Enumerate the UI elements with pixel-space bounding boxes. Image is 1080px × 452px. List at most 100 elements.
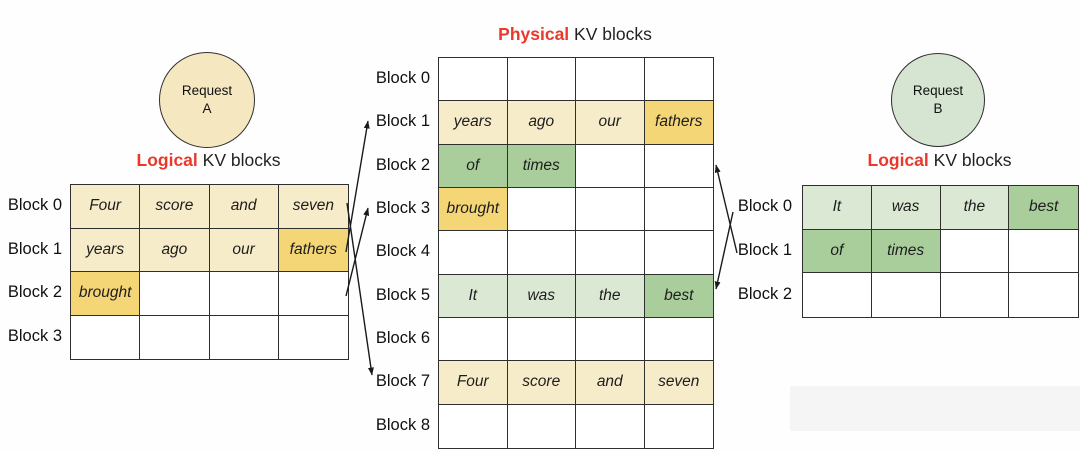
kv-cell: [576, 58, 645, 102]
kv-cell: and: [209, 185, 279, 229]
kv-cell: [439, 231, 508, 275]
kv-cell: [209, 315, 279, 359]
background-band: [790, 386, 1080, 431]
block-row-label: Block 5: [375, 285, 430, 304]
kv-cell: [507, 317, 576, 362]
block-row-label: Block 7: [375, 372, 430, 391]
kv-cell: [644, 404, 713, 448]
logical-b-title-highlight: Logical: [867, 150, 929, 170]
kv-cell: brought: [71, 272, 141, 316]
block-row-label: Block 0: [375, 69, 430, 88]
kv-cell: Four: [71, 185, 141, 229]
kv-cell: fathers: [278, 228, 348, 272]
kv-cell: of: [439, 144, 508, 188]
kv-cell: [940, 273, 1010, 317]
kv-cell: [439, 58, 508, 102]
physical-title-rest: KV blocks: [569, 24, 652, 44]
kv-cell: [1009, 273, 1078, 317]
kv-cell: [576, 144, 645, 188]
physical-table-title: Physical KV blocks: [438, 24, 712, 45]
kv-cell: [439, 317, 508, 362]
block-row-label: Block 2: [7, 283, 62, 302]
kv-cell: best: [1009, 186, 1078, 230]
kv-cell: [576, 404, 645, 448]
kv-cell: [940, 229, 1010, 274]
kv-cell: times: [871, 229, 941, 274]
physical-row-labels: Block 0 Block 1 Block 2 Block 3 Block 4 Block…: [340, 57, 430, 447]
kv-cell: [644, 187, 713, 232]
kv-cell: years: [439, 101, 508, 145]
block-row-label: Block 2: [375, 155, 430, 174]
logical-a-table-title: Logical KV blocks: [70, 150, 347, 171]
kv-cell: best: [644, 274, 713, 318]
kv-cell: years: [71, 228, 141, 272]
kv-cell: the: [940, 186, 1010, 230]
logical-a-row-labels: Block 0 Block 1 Block 2 Block 3: [0, 184, 62, 358]
request-b-circle: Request B: [891, 53, 985, 147]
request-b-label: Request: [912, 83, 964, 99]
kv-cell: seven: [278, 185, 348, 229]
logical-b-row-labels: Block 0 Block 1 Block 2: [700, 185, 792, 316]
kv-cell: [576, 317, 645, 362]
kv-cell: [278, 272, 348, 316]
kv-cell: [140, 272, 210, 316]
block-row-label: Block 2: [737, 284, 792, 303]
kv-cell: [1009, 229, 1078, 274]
kv-cell: our: [576, 101, 645, 145]
block-row-label: Block 4: [375, 242, 430, 261]
kv-cell: [507, 187, 576, 232]
kv-cell: the: [576, 274, 645, 318]
kv-cell: Four: [439, 361, 508, 405]
request-a-label: Request: [181, 83, 233, 99]
kv-cell: [507, 231, 576, 275]
kv-cell: [71, 315, 141, 359]
block-row-label: Block 6: [375, 329, 430, 348]
block-row-label: Block 1: [737, 241, 792, 259]
physical-title-highlight: Physical: [498, 24, 570, 44]
kv-cell: seven: [644, 361, 713, 405]
logical-a-title-rest: KV blocks: [197, 150, 281, 170]
block-row-label: Block 8: [375, 415, 430, 434]
kv-cell: [644, 58, 713, 102]
kv-cell: [644, 231, 713, 275]
kv-cell: [439, 404, 508, 448]
kv-cell: [576, 231, 645, 275]
kv-cell: [644, 144, 713, 188]
kv-cell: was: [871, 186, 941, 230]
kv-cell: our: [209, 228, 279, 272]
logical-a-title-highlight: Logical: [136, 150, 198, 170]
kv-cell: [507, 404, 576, 448]
kv-cell: It: [439, 274, 508, 318]
kv-cell: was: [507, 274, 576, 318]
kv-cell: brought: [439, 187, 508, 232]
kv-cell: [576, 187, 645, 232]
kv-cell: [507, 58, 576, 102]
kv-cell: It: [803, 186, 872, 230]
block-row-label: Block 0: [7, 196, 62, 215]
kv-cell: [803, 273, 872, 317]
block-row-label: Block 3: [375, 199, 430, 218]
kv-cell: fathers: [644, 101, 713, 145]
block-row-label: Block 1: [375, 112, 430, 131]
kv-cell: of: [803, 229, 872, 274]
logical-b-table-title: Logical KV blocks: [802, 150, 1077, 171]
block-row-label: Block 0: [737, 197, 792, 216]
request-a-letter: A: [202, 101, 212, 116]
kv-cell: [871, 273, 941, 317]
kv-cell: and: [576, 361, 645, 405]
logical-b-title-rest: KV blocks: [928, 150, 1012, 170]
kv-cell: [644, 317, 713, 362]
kv-cell: ago: [140, 228, 210, 272]
block-row-label: Block 3: [7, 326, 62, 345]
kv-cell: [278, 315, 348, 359]
kv-cell: times: [507, 144, 576, 188]
kv-cell: [209, 272, 279, 316]
kv-cell: score: [140, 185, 210, 229]
block-row-label: Block 1: [7, 239, 62, 258]
request-b-letter: B: [933, 101, 943, 116]
request-a-circle: Request A: [159, 52, 255, 148]
